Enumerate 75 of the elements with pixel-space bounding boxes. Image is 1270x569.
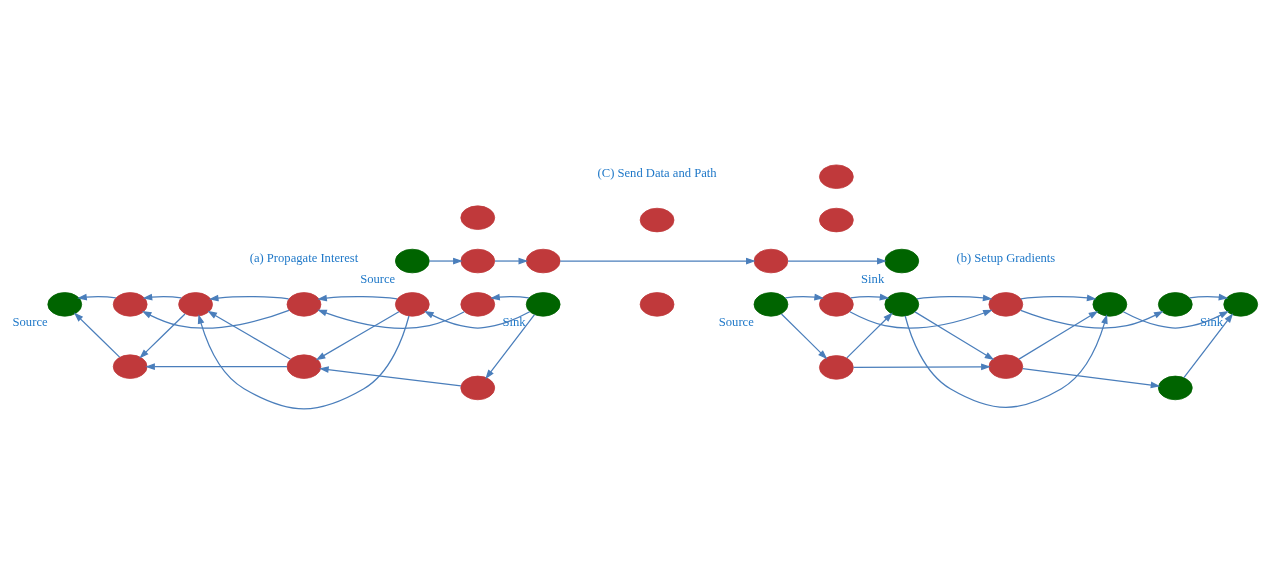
arrow: [197, 314, 410, 410]
node-circle: [460, 375, 496, 401]
node-circle: [639, 292, 675, 317]
node-circle: [460, 292, 496, 317]
node-circle: [112, 354, 148, 379]
node-circle: [460, 205, 496, 230]
arrow: [787, 257, 887, 265]
arrow: [916, 294, 993, 302]
arrow: [485, 314, 536, 380]
node-label: Sink: [861, 271, 885, 286]
node-circle: [988, 354, 1024, 379]
arrow: [142, 293, 182, 301]
arrow: [1122, 310, 1229, 329]
arrow: [139, 313, 186, 359]
node-label: Sink: [502, 315, 526, 330]
node-circle: [639, 207, 675, 233]
arrow: [145, 363, 288, 371]
arrow: [914, 311, 995, 361]
arrow: [1020, 309, 1164, 329]
arrow: [317, 309, 465, 329]
arrow: [1020, 294, 1097, 302]
arrow: [141, 309, 290, 329]
arrow: [846, 312, 893, 359]
node-circle: [1092, 292, 1128, 317]
arrow: [780, 313, 828, 360]
node-circle: [819, 164, 854, 189]
node-circle: [47, 292, 83, 317]
arrow: [852, 363, 991, 371]
arrow: [494, 257, 529, 265]
node-circle: [1157, 375, 1193, 401]
node-circle: [460, 248, 496, 274]
node-circle: [395, 292, 430, 317]
arrow: [207, 310, 292, 360]
arrow: [1022, 368, 1161, 389]
node-circle: [819, 355, 854, 380]
arrow: [319, 366, 462, 387]
arrow: [559, 257, 756, 265]
arrow: [1018, 310, 1099, 360]
arrow: [1189, 293, 1229, 301]
arrow: [904, 314, 1108, 408]
node-label: Sink: [1199, 315, 1224, 330]
node-circle: [884, 248, 920, 274]
node-circle: [988, 292, 1024, 317]
arrow: [849, 309, 993, 329]
node-circle: [819, 207, 854, 233]
node-circle: [525, 292, 561, 317]
node-circle: [884, 292, 920, 317]
node-circle: [753, 292, 789, 317]
arrow: [317, 294, 398, 302]
node-circle: [286, 354, 322, 379]
label: (C) Send Data and Path: [597, 166, 717, 181]
node-circle: [753, 248, 789, 274]
node-circle: [819, 292, 854, 317]
arrow: [490, 293, 530, 301]
node-circle: [286, 292, 322, 317]
arrow: [428, 257, 463, 265]
arrow: [424, 310, 531, 329]
label: (a) Propagate Interest: [249, 250, 359, 265]
node-circle: [1157, 292, 1193, 317]
node-circle: [395, 248, 430, 274]
arrow: [1183, 313, 1234, 379]
node-circle: [1223, 292, 1259, 317]
arrow: [73, 312, 121, 358]
node-label: Source: [718, 315, 754, 330]
node-circle: [178, 292, 213, 317]
node-label: Source: [360, 271, 396, 286]
label: (b) Setup Gradients: [956, 250, 1056, 265]
node-label: Source: [12, 315, 48, 330]
arrow: [77, 293, 117, 301]
node-circle: [525, 248, 561, 274]
node-circle: [112, 292, 148, 317]
arrow: [208, 294, 290, 302]
arrow: [315, 311, 400, 361]
arrow: [784, 293, 824, 301]
arrow: [850, 293, 890, 301]
